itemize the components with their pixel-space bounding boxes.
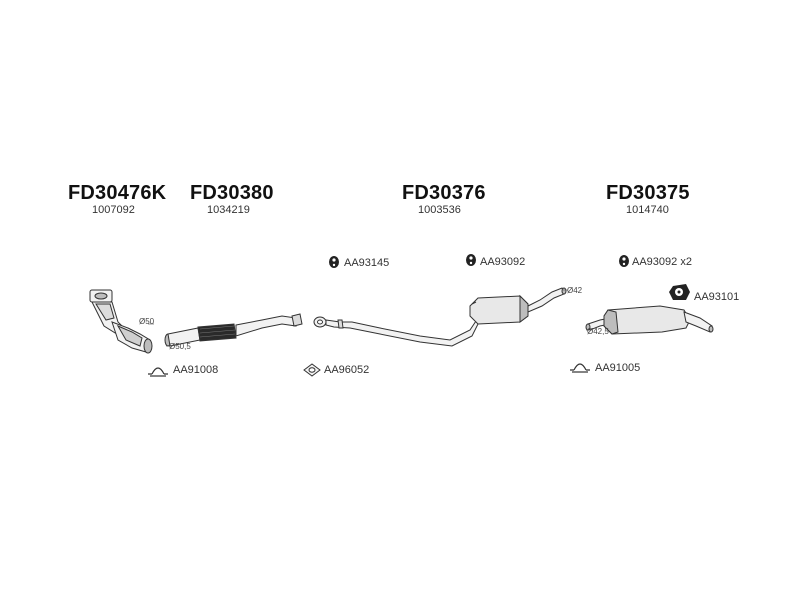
dimension-label-d3: Ø42 [567,286,583,295]
dimension-leaders [148,289,592,347]
part-code-fd30375: FD30375 [606,182,690,204]
rubber-hanger-icon-c [619,255,629,267]
gasket-icon [303,363,321,377]
catalytic-converter-icon [89,289,153,354]
part-ref-fd30376: 1003536 [418,204,461,216]
accessory-label-hanger-c: AA93092 x2 [632,256,692,268]
rubber-hanger-icon-a [329,256,339,268]
dimension-label-d4: Ø42,5 [587,327,609,336]
part-ref-fd30476k: 1007092 [92,204,135,216]
clamp-icon-front [148,367,168,377]
dimension-label-d1: Ø50 [139,317,155,326]
accessory-label-hanger-a: AA93145 [344,257,390,269]
accessory-label-gasket: AA96052 [324,364,370,376]
clamp-icon-rear [570,363,590,373]
part-code-fd30380: FD30380 [190,182,274,204]
accessory-label-hanger-b: AA93092 [480,256,526,268]
accessory-label-rubber-mount: AA93101 [694,291,740,303]
accessory-label-clamp-front: AA91008 [173,364,219,376]
part-code-fd30376: FD30376 [402,182,486,204]
dimension-label-d2: Ø50,5 [169,342,191,351]
front-pipe-icon [164,313,303,347]
rear-silencer-icon [585,305,714,335]
accessory-label-clamp-rear: AA91005 [595,362,641,374]
middle-silencer-icon [469,287,567,325]
rubber-mount-icon [669,284,690,300]
part-ref-fd30375: 1014740 [626,204,669,216]
rubber-hanger-icon-b [466,254,476,266]
part-code-fd30476k: FD30476K [68,182,167,204]
part-ref-fd30380: 1034219 [207,204,250,216]
center-pipe-icon [313,316,479,347]
